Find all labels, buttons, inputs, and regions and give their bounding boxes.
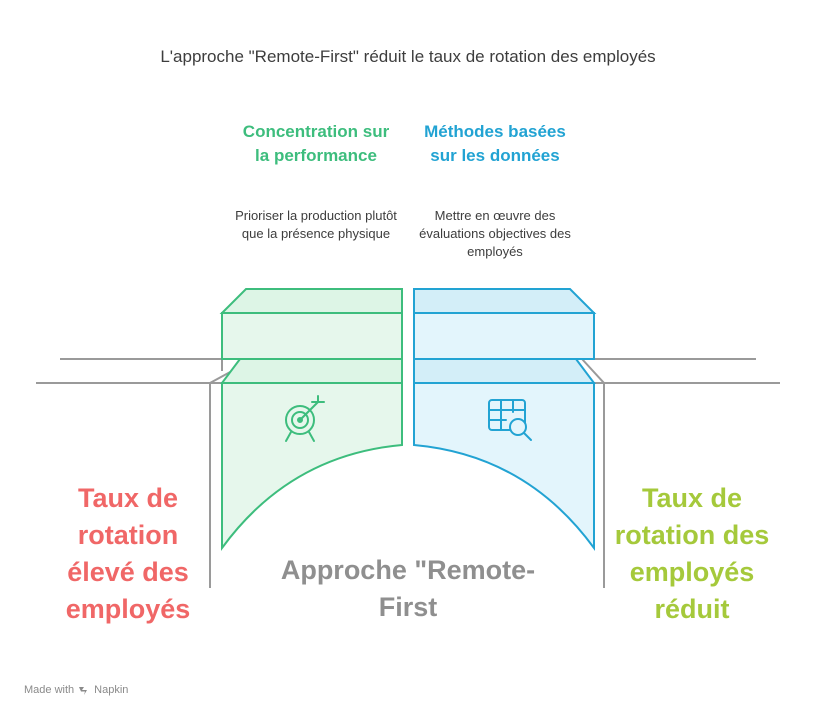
center-label-approach: Approche "Remote-First: [258, 552, 558, 626]
pillar-block-data: [414, 289, 594, 548]
napkin-brand-text: Napkin: [94, 684, 128, 696]
left-label-high-turnover: Taux de rotation élevé des employés: [45, 480, 211, 628]
pillar-block-performance: [222, 289, 402, 548]
right-label-reduced-turnover: Taux de rotation des employés réduit: [612, 480, 772, 628]
made-with-text: Made with: [24, 684, 74, 696]
made-with-napkin-footer: Made with Napkin: [24, 684, 128, 696]
napkin-logo-icon: [78, 684, 90, 696]
